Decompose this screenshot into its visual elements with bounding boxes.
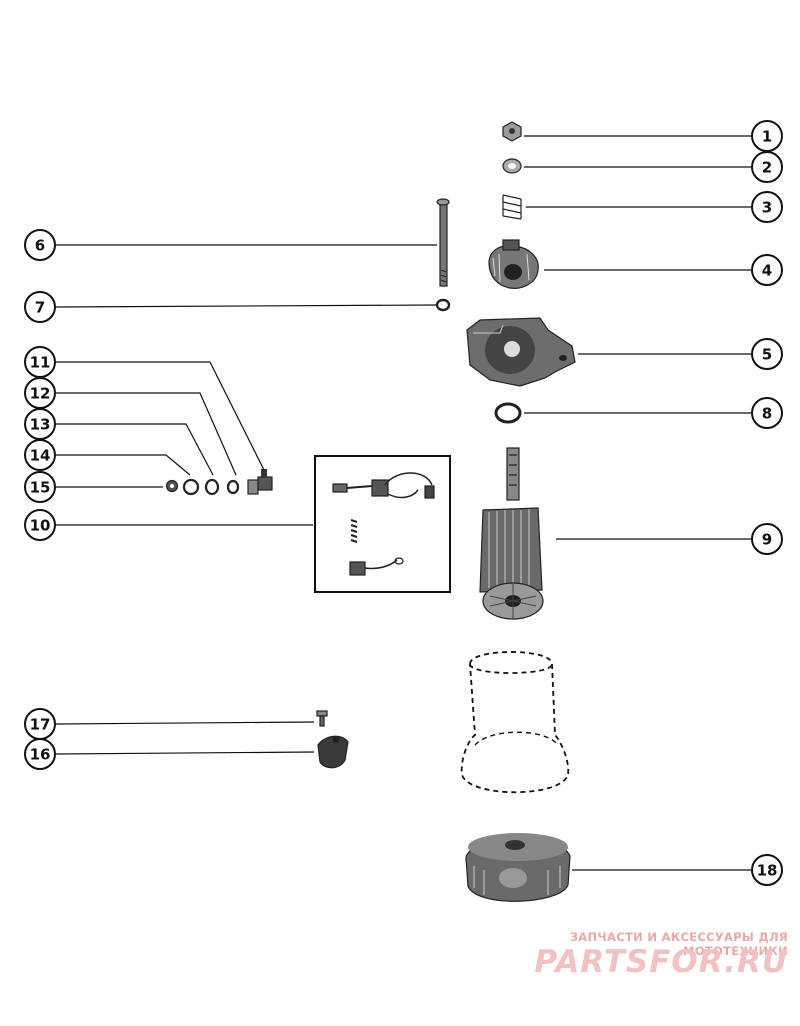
part-end-cap-bracket bbox=[466, 317, 576, 387]
callout-14-label: 14 bbox=[30, 447, 51, 465]
callout-10-label: 10 bbox=[30, 517, 51, 535]
callout-5-label: 5 bbox=[762, 346, 772, 364]
part-armature bbox=[479, 447, 544, 620]
callout-6: 6 bbox=[24, 229, 56, 261]
part-screw bbox=[316, 710, 328, 727]
callout-12: 12 bbox=[24, 377, 56, 409]
callout-7: 7 bbox=[24, 291, 56, 323]
callout-17: 17 bbox=[24, 708, 56, 740]
callout-4: 4 bbox=[751, 254, 783, 286]
part-terminal-hardware bbox=[165, 469, 273, 496]
callout-12-label: 12 bbox=[30, 385, 51, 403]
callout-16: 16 bbox=[24, 738, 56, 770]
callout-11: 11 bbox=[24, 346, 56, 378]
callout-9-label: 9 bbox=[762, 531, 772, 549]
part-spring bbox=[502, 194, 522, 220]
part-nut bbox=[502, 121, 522, 142]
callout-5: 5 bbox=[751, 338, 783, 370]
callout-3-label: 3 bbox=[762, 199, 772, 217]
callout-2-label: 2 bbox=[762, 159, 772, 177]
callout-17-label: 17 bbox=[30, 716, 51, 734]
callout-10: 10 bbox=[24, 509, 56, 541]
part-washer bbox=[502, 158, 522, 174]
callout-1-label: 1 bbox=[762, 128, 772, 146]
callout-14: 14 bbox=[24, 439, 56, 471]
watermark-logo: PARTSFOR.RU bbox=[534, 944, 788, 980]
callout-13: 13 bbox=[24, 408, 56, 440]
leader-lines bbox=[55, 135, 752, 871]
callout-8: 8 bbox=[751, 397, 783, 429]
callout-4-label: 4 bbox=[762, 262, 772, 280]
callout-6-label: 6 bbox=[35, 237, 45, 255]
callout-2: 2 bbox=[751, 151, 783, 183]
callout-18-label: 18 bbox=[757, 862, 778, 880]
part-frame-housing bbox=[460, 651, 570, 794]
part-bolt-washer bbox=[435, 298, 451, 312]
part-clip bbox=[317, 735, 349, 769]
callout-3: 3 bbox=[751, 191, 783, 223]
callout-9: 9 bbox=[751, 523, 783, 555]
part-thru-bolt bbox=[436, 198, 450, 287]
callout-13-label: 13 bbox=[30, 416, 51, 434]
part-o-ring bbox=[494, 402, 522, 424]
brush-kit-box bbox=[314, 455, 451, 593]
part-drive-end-cap bbox=[465, 833, 571, 902]
callout-1: 1 bbox=[751, 120, 783, 152]
callout-15-label: 15 bbox=[30, 479, 51, 497]
callout-15: 15 bbox=[24, 471, 56, 503]
callout-11-label: 11 bbox=[30, 354, 51, 372]
callout-8-label: 8 bbox=[762, 405, 772, 423]
callout-18: 18 bbox=[751, 854, 783, 886]
part-drive-pinion bbox=[488, 239, 539, 289]
callout-16-label: 16 bbox=[30, 746, 51, 764]
callout-7-label: 7 bbox=[35, 299, 45, 317]
watermark-caption: ЗАПЧАСТИ И АКСЕССУАРЫ ДЛЯ МОТОТЕХНИКИ bbox=[569, 930, 788, 958]
